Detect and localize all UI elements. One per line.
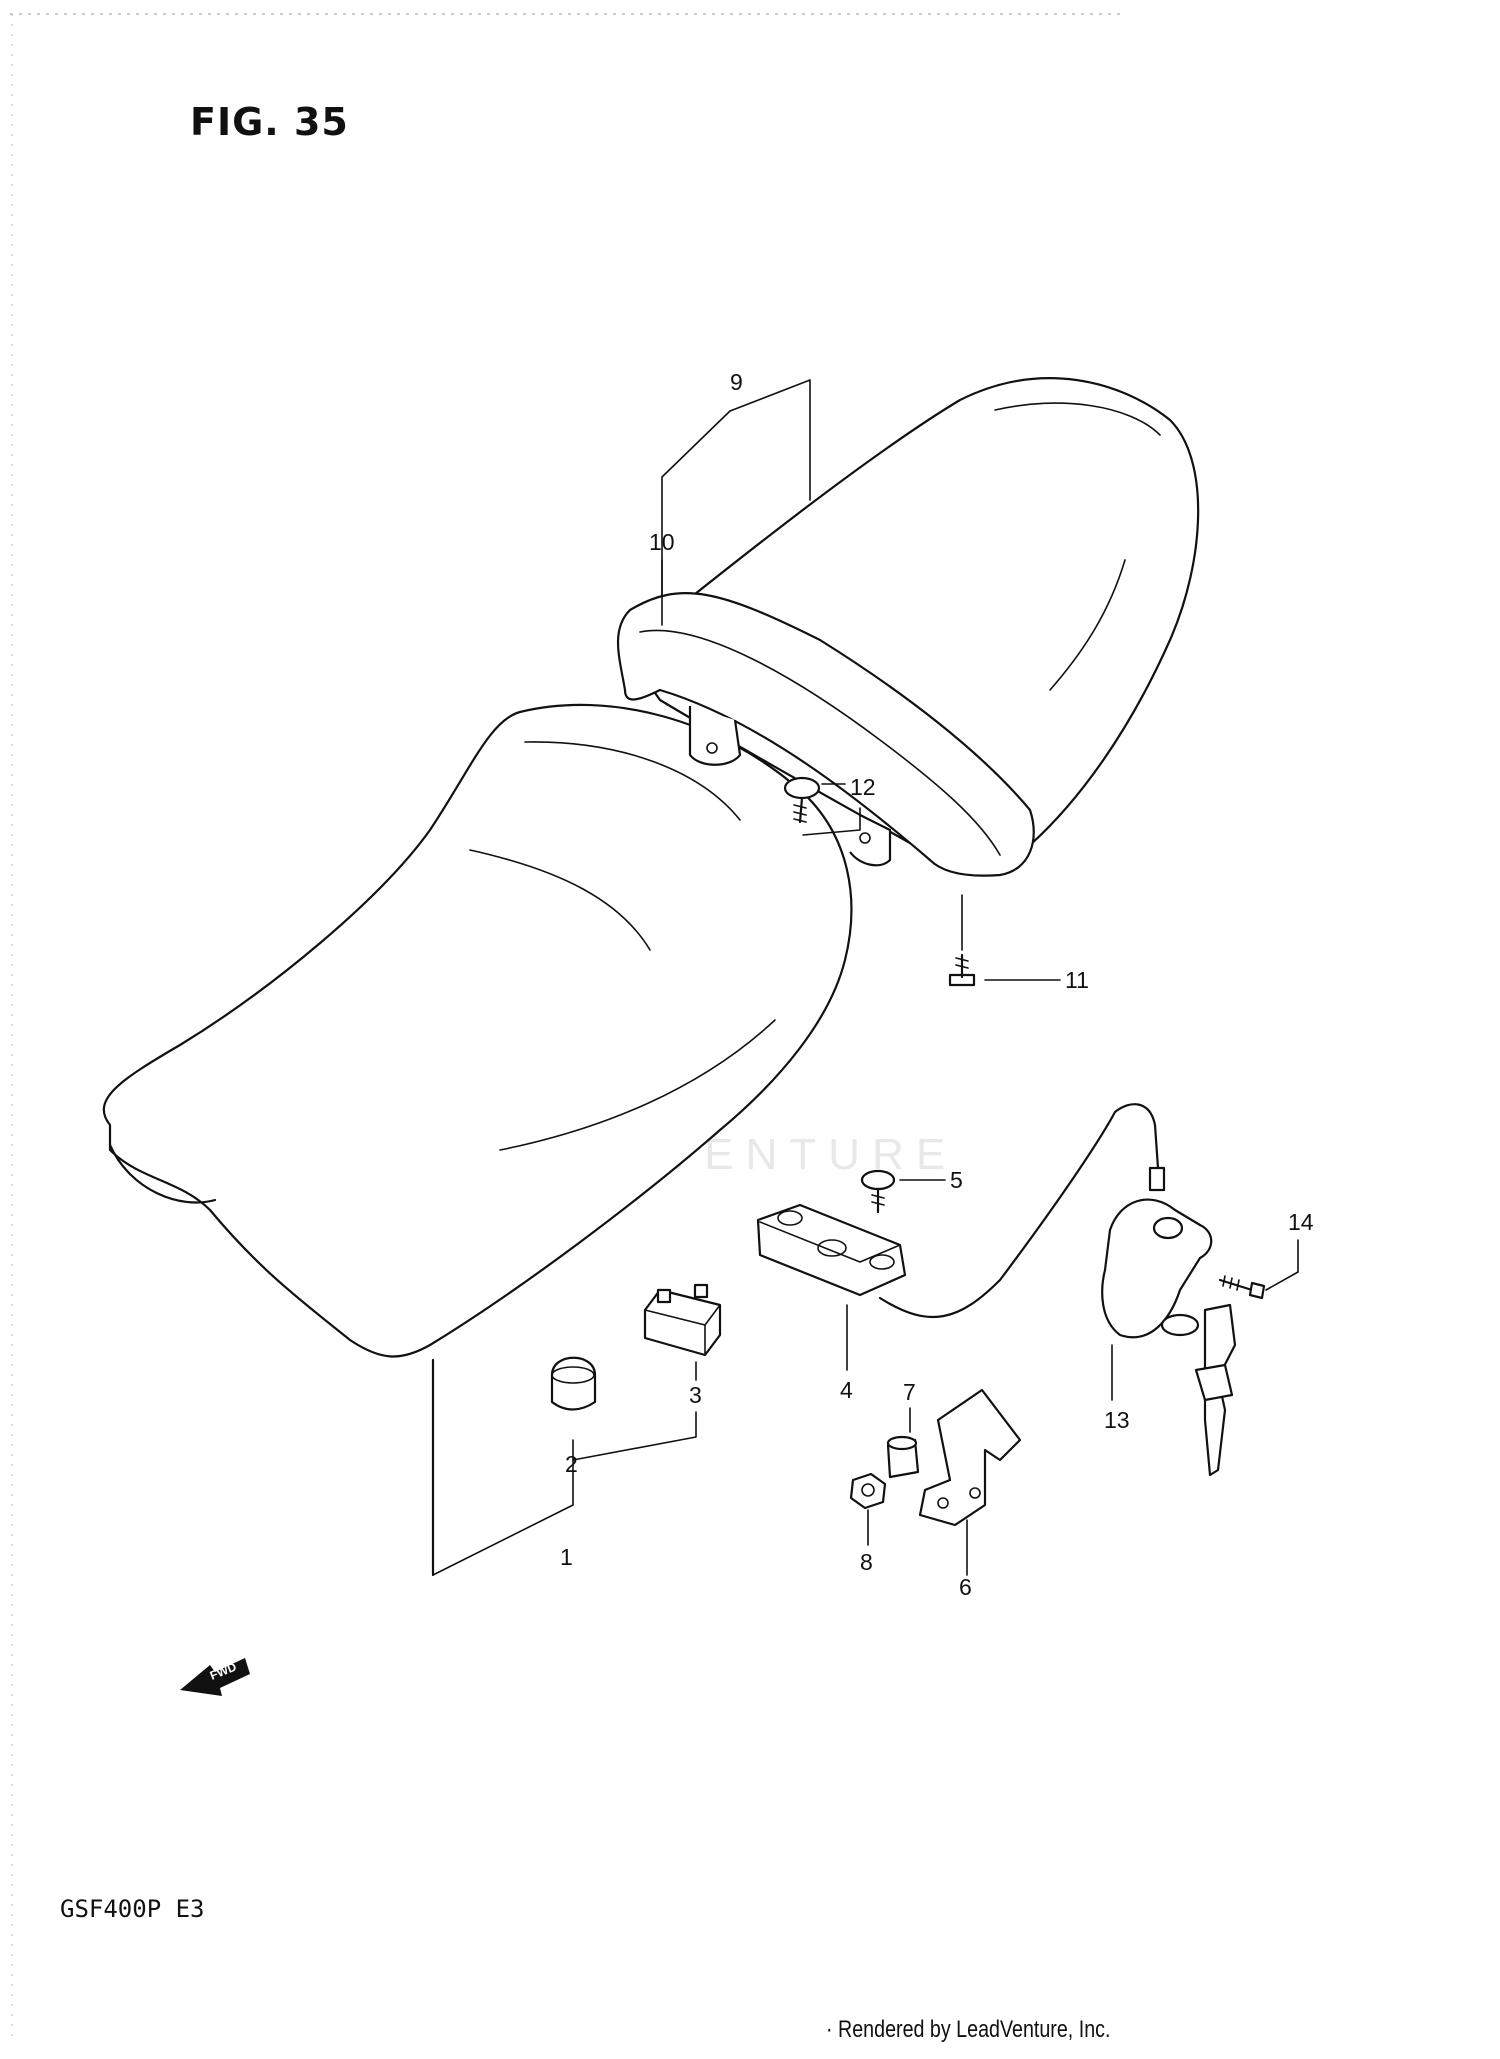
figure-title: FIG. 35 xyxy=(190,100,349,144)
pillion-seat xyxy=(617,377,1200,877)
lock-bracket-4 xyxy=(756,1103,1166,1371)
part-label-13: 13 xyxy=(1104,1407,1130,1433)
part-label-11: 11 xyxy=(1065,967,1089,993)
part-label-7: 7 xyxy=(903,1379,916,1405)
part-label-6: 6 xyxy=(959,1574,972,1600)
part-label-1: 1 xyxy=(560,1544,573,1570)
part-label-12: 12 xyxy=(850,774,876,800)
bolt-11 xyxy=(948,894,1061,987)
collar-7 xyxy=(886,1407,920,1479)
cushion-3 xyxy=(643,1283,722,1381)
forward-arrow-icon: FWD xyxy=(180,1658,250,1696)
part-label-5: 5 xyxy=(950,1167,963,1193)
part-label-2: 2 xyxy=(565,1451,578,1477)
part-label-9: 9 xyxy=(730,369,743,395)
screw-12 xyxy=(783,776,861,836)
part-label-14: 14 xyxy=(1288,1209,1314,1235)
model-code: GSF400P E3 xyxy=(60,1895,205,1923)
nut-8 xyxy=(849,1472,887,1546)
part-label-8: 8 xyxy=(860,1549,873,1575)
plate-6 xyxy=(918,1388,1022,1576)
seat-lock-13 xyxy=(1101,1198,1237,1477)
cap-2 xyxy=(550,1356,597,1411)
main-seat xyxy=(102,703,853,1577)
screw-14 xyxy=(1218,1239,1299,1300)
part-label-10: 10 xyxy=(649,529,675,555)
part-label-3: 3 xyxy=(689,1382,702,1408)
part-label-4: 4 xyxy=(840,1377,853,1403)
render-credit: · Rendered by LeadVenture, Inc. xyxy=(826,2016,1111,2043)
screw-5 xyxy=(860,1169,946,1214)
